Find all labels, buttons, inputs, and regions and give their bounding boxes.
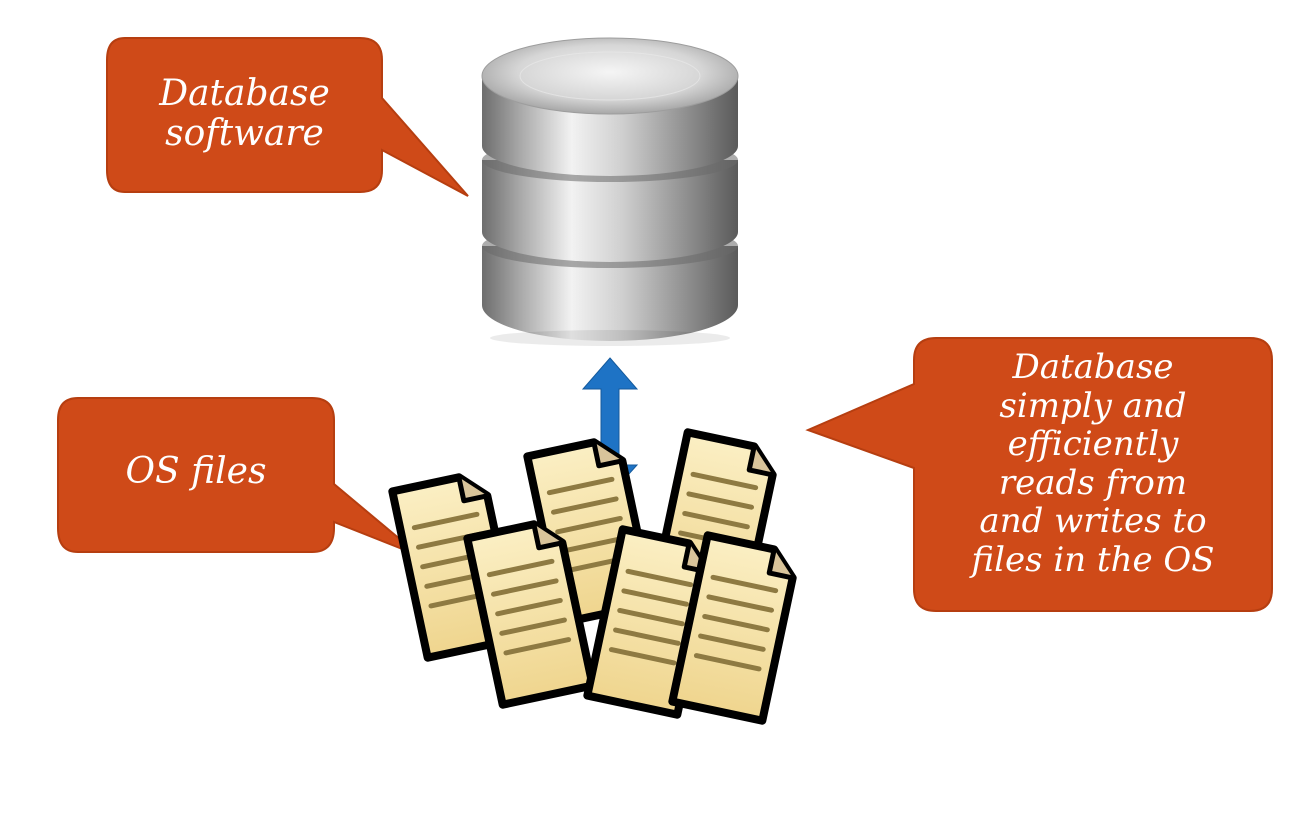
- callout-description-line-2: simply and: [999, 385, 1187, 426]
- callout-db-software-bubble: [106, 37, 469, 197]
- callout-description-line-1: Database: [1012, 347, 1174, 387]
- callout-description-line-4: reads from: [998, 462, 1188, 503]
- document-icon: [463, 520, 597, 709]
- document-icon: [668, 531, 797, 725]
- database-cylinder-icon: [481, 37, 739, 346]
- callout-description-line-6: files in the OS: [971, 539, 1215, 580]
- callout-os-files-label: OS files: [125, 451, 267, 492]
- callout-description-line-5: and writes to: [979, 501, 1207, 541]
- callout-os-files-bubble: [57, 397, 421, 557]
- callout-db-software-line1: Database: [159, 73, 330, 114]
- callout-db-software-line2: software: [165, 113, 324, 154]
- document-stack-icon: [388, 428, 797, 725]
- callout-description-bubble: [805, 337, 1273, 612]
- callout-description-line-3: efficiently: [1007, 424, 1179, 464]
